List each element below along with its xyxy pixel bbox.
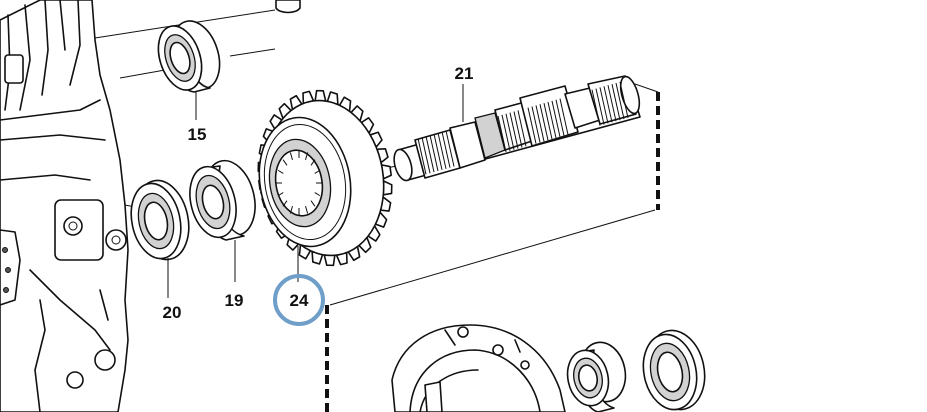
callout-24-label: 24 (290, 291, 309, 310)
shaft-spline-line (547, 101, 557, 139)
shaft-spline-line (595, 88, 605, 125)
callout-19-label: 19 (225, 291, 244, 310)
gear-spline (282, 159, 288, 166)
gear-spline (305, 152, 309, 161)
seal-bottom (642, 329, 706, 411)
bearing-bottom (566, 341, 627, 412)
shaft-spline-line (429, 134, 439, 172)
gearbox-housing (0, 0, 129, 412)
callout-15-label: 15 (188, 125, 207, 144)
shaft-21 (393, 75, 641, 182)
shaft-spline-line (607, 85, 617, 122)
shaft-spline-line (513, 111, 523, 148)
dashed-subassembly-frame (325, 83, 660, 412)
output-housing-assembly (391, 324, 566, 412)
shaft-spline-line (539, 104, 549, 141)
bearing-19 (189, 159, 256, 241)
gear-tooth (323, 254, 336, 267)
shaft-spline-line (445, 130, 455, 167)
shaft-spline-line (555, 99, 565, 136)
gear-spline (277, 169, 284, 174)
shaft-spline-line (501, 114, 511, 151)
shaft-spline-line (599, 87, 609, 124)
gear-24 (257, 89, 393, 267)
gear-spline (314, 192, 321, 197)
bearing-15 (157, 20, 221, 93)
shaft-spline-line (543, 103, 553, 140)
callout-21-label: 21 (455, 64, 474, 83)
shaft-spline-line (559, 98, 569, 135)
callout-20-label: 20 (163, 303, 182, 322)
shaft-spline-line (517, 110, 527, 147)
gear-spline (305, 205, 309, 214)
shaft-spline-line (509, 112, 519, 149)
shaft-spline-line (505, 113, 515, 150)
gear-spline (282, 200, 288, 207)
shaft-spline-line (551, 100, 561, 137)
shaft-spline-line (619, 81, 629, 118)
seal-ring-20 (130, 179, 190, 261)
housing-bolt-icon (275, 0, 301, 14)
shaft-spline-line (425, 136, 435, 173)
shaft-spline-line (615, 82, 625, 120)
gear-spline (314, 169, 321, 174)
gear-spline (277, 192, 284, 197)
shaft-spline-line (591, 89, 601, 126)
shaft-spline-line (611, 83, 621, 121)
callout-24-highlight-ring (273, 274, 325, 326)
shaft-spline-line (535, 105, 545, 142)
shaft-spline-line (433, 133, 443, 171)
shaft-spline-line (417, 138, 427, 175)
shaft-spline-line (527, 107, 537, 144)
gear-spline (289, 152, 293, 161)
gear-tooth (314, 89, 327, 102)
shaft-spline-line (441, 131, 451, 168)
shaft-spline-line (497, 115, 507, 153)
shaft-spline-line (603, 86, 613, 123)
shaft-spline-line (437, 132, 447, 169)
gear-spline (310, 159, 316, 166)
gear-spline (289, 205, 293, 214)
shaft-spline-line (531, 106, 541, 143)
shaft-spline-line (421, 137, 431, 174)
gear-spline (310, 200, 316, 207)
